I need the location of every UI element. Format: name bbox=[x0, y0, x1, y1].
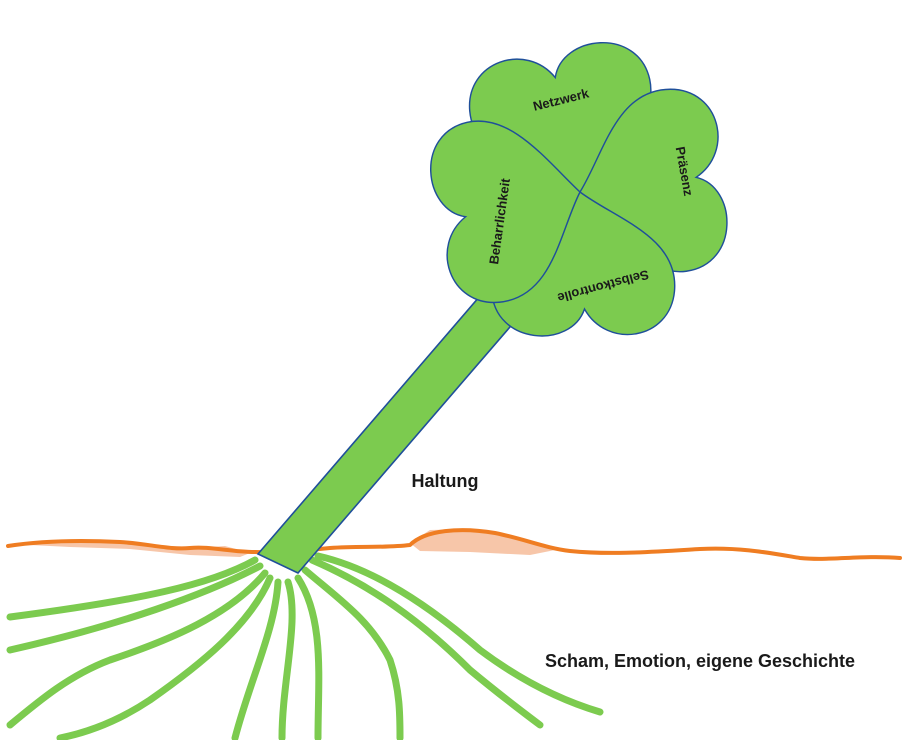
root-10 bbox=[318, 556, 600, 712]
root-7 bbox=[298, 578, 319, 738]
clover: Netzwerk Präsenz Selbstkontrolle Beharrl… bbox=[423, 35, 731, 336]
root-9 bbox=[312, 560, 540, 725]
roots-label: Scham, Emotion, eigene Geschichte bbox=[545, 651, 855, 671]
ground bbox=[8, 529, 900, 559]
roots bbox=[10, 556, 600, 738]
stem-label: Haltung bbox=[412, 471, 479, 491]
root-6 bbox=[282, 582, 292, 738]
